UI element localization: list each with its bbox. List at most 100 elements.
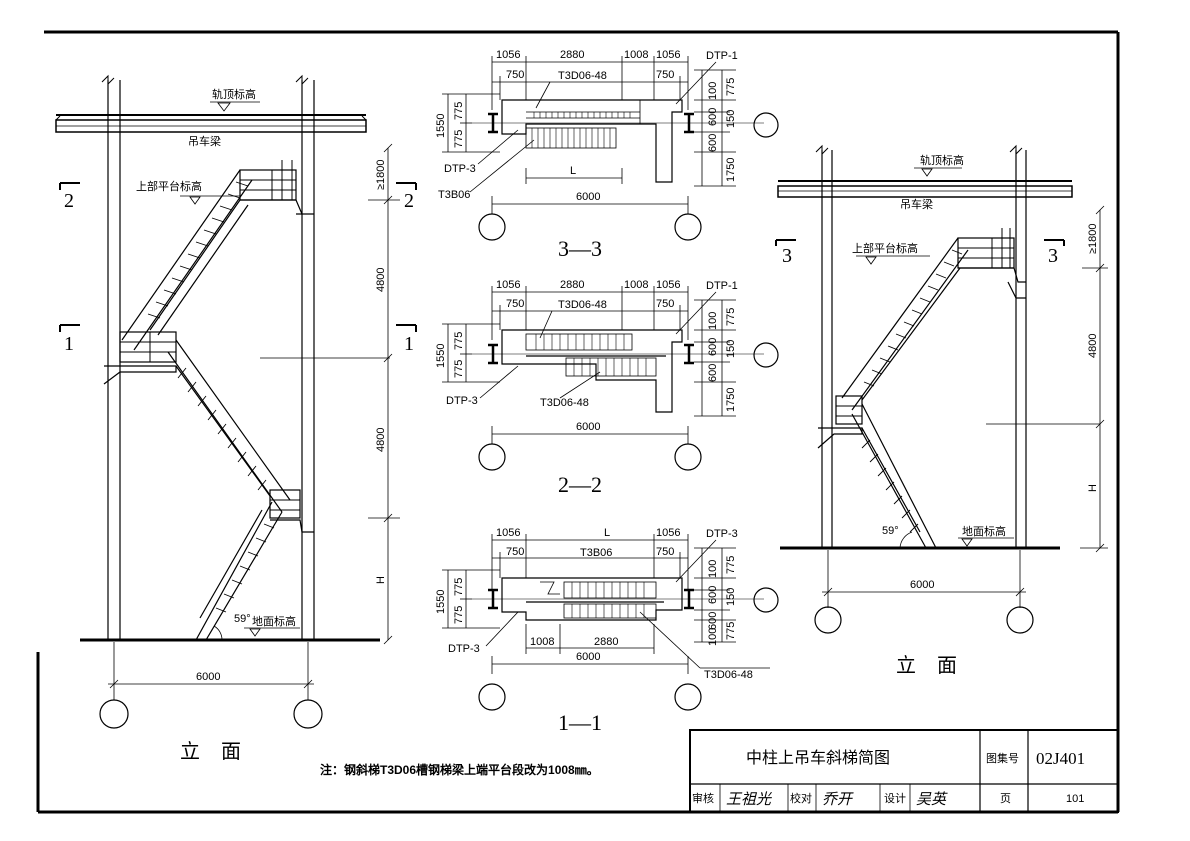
s33-dim-3: 1008 [624,49,648,61]
s11-stair-label-bottom: T3D06-48 [704,669,753,681]
left-rail-top-label: 轨顶标高 [212,87,256,101]
s22-span: 6000 [576,421,600,433]
s22-left-dim-a: 775 [453,332,465,350]
s11-left-label: DTP-3 [448,643,480,655]
s33-right-dim-1: 775 [725,78,737,96]
left-dim-bottom: H [375,576,387,584]
right-upper-platform-label: 上部平台标高 [852,241,918,255]
design-label: 设计 [884,792,906,805]
left-elevation-caption: 立 面 [180,740,249,763]
left-dim-lower-flight: 4800 [375,428,387,452]
s22-right-dim-3: 600 [707,338,719,356]
s22-right-dim-4: 150 [725,340,737,358]
left-elevation [55,74,417,729]
s22-sub-1: 750 [506,298,524,310]
s11-dim-1: 1056 [496,527,520,539]
s22-right-dim-5: 600 [707,364,719,382]
s22-left-dim-b: 775 [453,360,465,378]
s11-sub-1: 750 [506,546,524,558]
s11-dim-2: L [604,527,610,539]
s22-title: 2—2 [558,472,602,497]
s33-right-dim-3: 600 [707,108,719,126]
s33-left-dim-a: 775 [453,102,465,120]
s33-platform-label: DTP-1 [706,50,738,62]
s22-right-dim-2: 100 [707,312,719,330]
check-signature: 乔开 [822,790,854,808]
left-cut-1-left: 1 [64,333,74,355]
s33-left-label-a: DTP-3 [444,163,476,175]
s22-stair-label-top: T3D06-48 [558,299,607,311]
left-crane-beam-label: 吊车梁 [188,134,221,148]
s11-left-dim-a: 775 [453,578,465,596]
page-number: 101 [1066,793,1084,805]
page-label: 页 [1000,793,1011,805]
left-cut-2-left: 2 [64,190,74,212]
right-dim-flight: 4800 [1087,334,1099,358]
s33-left-dim-total: 1550 [435,114,447,138]
left-cut-2-right: 2 [404,190,414,212]
right-crane-beam-label: 吊车梁 [900,197,933,211]
s33-dim-2: 2880 [560,49,584,61]
s22-right-dim-6: 1750 [725,388,737,412]
s22-platform-label: DTP-1 [706,280,738,292]
s33-dim-4: 1056 [656,49,680,61]
s11-right-dim-2: 100 [707,560,719,578]
s11-right-dim-3: 600 [707,586,719,604]
s11-right-dim-7: 775 [725,622,737,640]
section-2-2 [442,286,779,471]
right-elevation-caption: 立 面 [896,654,965,677]
s22-left-dim-total: 1550 [435,344,447,368]
left-span-dim: 6000 [196,671,220,683]
review-signature: 王祖光 [726,790,772,808]
check-label: 校对 [790,791,812,805]
s11-dim-3: 1056 [656,527,680,539]
s11-right-dim-6: 100 [707,628,719,646]
s33-right-dim-5: 600 [707,134,719,152]
s11-title: 1—1 [558,710,602,735]
s33-stair-label: T3D06-48 [558,70,607,82]
right-angle-label: 59° [882,525,899,537]
s22-right-dim-1: 775 [725,308,737,326]
right-dim-bottom: H [1087,484,1099,492]
left-angle-label: 59° [234,613,251,625]
right-span-dim: 6000 [910,579,934,591]
s11-right-dim-5: 600 [707,612,719,630]
s33-sub-1: 750 [506,69,524,81]
section-1-1 [442,534,779,711]
right-ground-label: 地面标高 [962,524,1006,538]
s33-sub-2: 750 [656,69,674,81]
left-cut-1-right: 1 [404,333,414,355]
s33-span: 6000 [576,191,600,203]
right-cut-3-right: 3 [1048,245,1058,267]
s11-span: 6000 [576,651,600,663]
left-dim-top: ≥1800 [375,159,387,190]
design-signature: 吴英 [916,790,948,808]
s22-stair-label-bottom: T3D06-48 [540,397,589,409]
drawing-title: 中柱上吊车斜梯简图 [746,749,890,767]
s11-platform-label: DTP-3 [706,528,738,540]
title-block [689,729,1119,813]
s22-dim-4: 1056 [656,279,680,291]
s33-title: 3—3 [558,236,602,261]
s33-right-dim-2: 100 [707,82,719,100]
s11-right-dim-1: 775 [725,556,737,574]
s22-dim-1: 1056 [496,279,520,291]
s33-dim-1: 1056 [496,49,520,61]
section-3-3 [442,56,779,241]
atlas-code: 02J401 [1036,749,1085,768]
s11-left-dim-b: 775 [453,606,465,624]
right-rail-top-label: 轨顶标高 [920,153,964,167]
left-ground-label: 地面标高 [252,614,296,628]
right-elevation [775,144,1108,634]
s22-dim-3: 1008 [624,279,648,291]
s11-stair-label-top: T3B06 [580,547,612,559]
s33-right-dim-6: 1750 [725,158,737,182]
s11-sub-2: 750 [656,546,674,558]
s22-sub-2: 750 [656,298,674,310]
s22-left-label: DTP-3 [446,395,478,407]
s33-left-dim-b: 775 [453,130,465,148]
s33-right-dim-4: 150 [725,110,737,128]
right-dim-top: ≥1800 [1087,223,1099,254]
s11-right-dim-4: 150 [725,588,737,606]
